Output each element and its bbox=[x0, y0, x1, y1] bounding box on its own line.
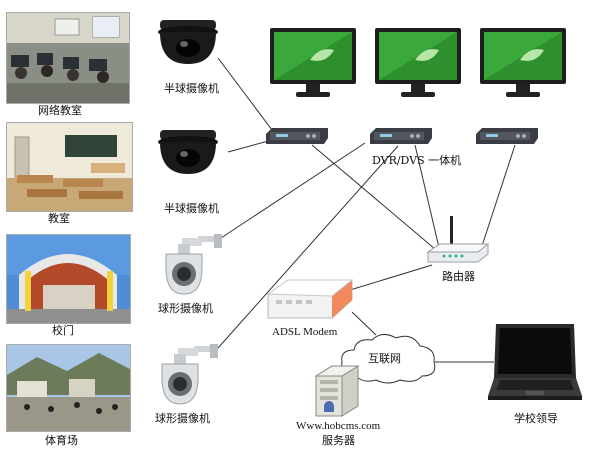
line-modem-cloud bbox=[351, 311, 377, 336]
line-dvr3-router bbox=[479, 144, 516, 253]
dvr-unit-icon bbox=[370, 126, 434, 146]
label-dome-camera-2: 半球摄像机 bbox=[164, 202, 219, 215]
dvr-unit-icon bbox=[266, 126, 330, 146]
label-ptz-camera-1: 球形摄像机 bbox=[158, 302, 213, 315]
photo-school-gate bbox=[6, 234, 131, 324]
label-internet: 互联网 bbox=[368, 352, 401, 365]
label-dvr: DVR/DVS 一体机 bbox=[372, 154, 462, 167]
label-laptop: 学校领导 bbox=[514, 412, 558, 425]
monitor-icon bbox=[480, 28, 566, 100]
monitor-icon bbox=[375, 28, 461, 100]
line-dvr2-router bbox=[414, 144, 441, 253]
line-ptz1-dvr bbox=[217, 142, 366, 241]
monitor-icon bbox=[270, 28, 356, 100]
router-icon bbox=[426, 216, 490, 268]
dvr-unit-icon bbox=[476, 126, 540, 146]
line-dome1-dvr bbox=[217, 57, 273, 131]
label-adsl-modem: ADSL Modem bbox=[272, 326, 338, 338]
label-gym: 体育场 bbox=[45, 434, 78, 447]
label-dome-camera-1: 半球摄像机 bbox=[164, 82, 219, 95]
label-router: 路由器 bbox=[442, 270, 475, 283]
label-classroom: 教室 bbox=[48, 212, 70, 225]
label-network-classroom: 网络教室 bbox=[38, 104, 82, 117]
ptz-camera-icon bbox=[158, 234, 224, 296]
label-ptz-camera-2: 球形摄像机 bbox=[155, 412, 210, 425]
label-server-url: Www.hobcms.com bbox=[296, 420, 381, 432]
dome-camera-icon bbox=[156, 128, 220, 176]
internet-cloud-icon bbox=[336, 330, 440, 386]
server-icon bbox=[314, 364, 360, 418]
dome-camera-icon bbox=[156, 18, 220, 66]
laptop-icon bbox=[488, 322, 582, 404]
line-dome2-dvr bbox=[227, 139, 273, 153]
photo-network-classroom bbox=[6, 12, 130, 104]
photo-gym bbox=[6, 344, 131, 432]
ptz-camera-icon bbox=[154, 344, 220, 406]
adsl-modem-icon bbox=[266, 276, 356, 322]
label-server: 服务器 bbox=[322, 434, 355, 447]
line-ptz2-dvr bbox=[217, 145, 399, 349]
line-dvr1-router bbox=[311, 144, 449, 261]
line-router-modem bbox=[349, 264, 433, 291]
label-school-gate: 校门 bbox=[52, 324, 74, 337]
photo-classroom bbox=[6, 122, 133, 212]
